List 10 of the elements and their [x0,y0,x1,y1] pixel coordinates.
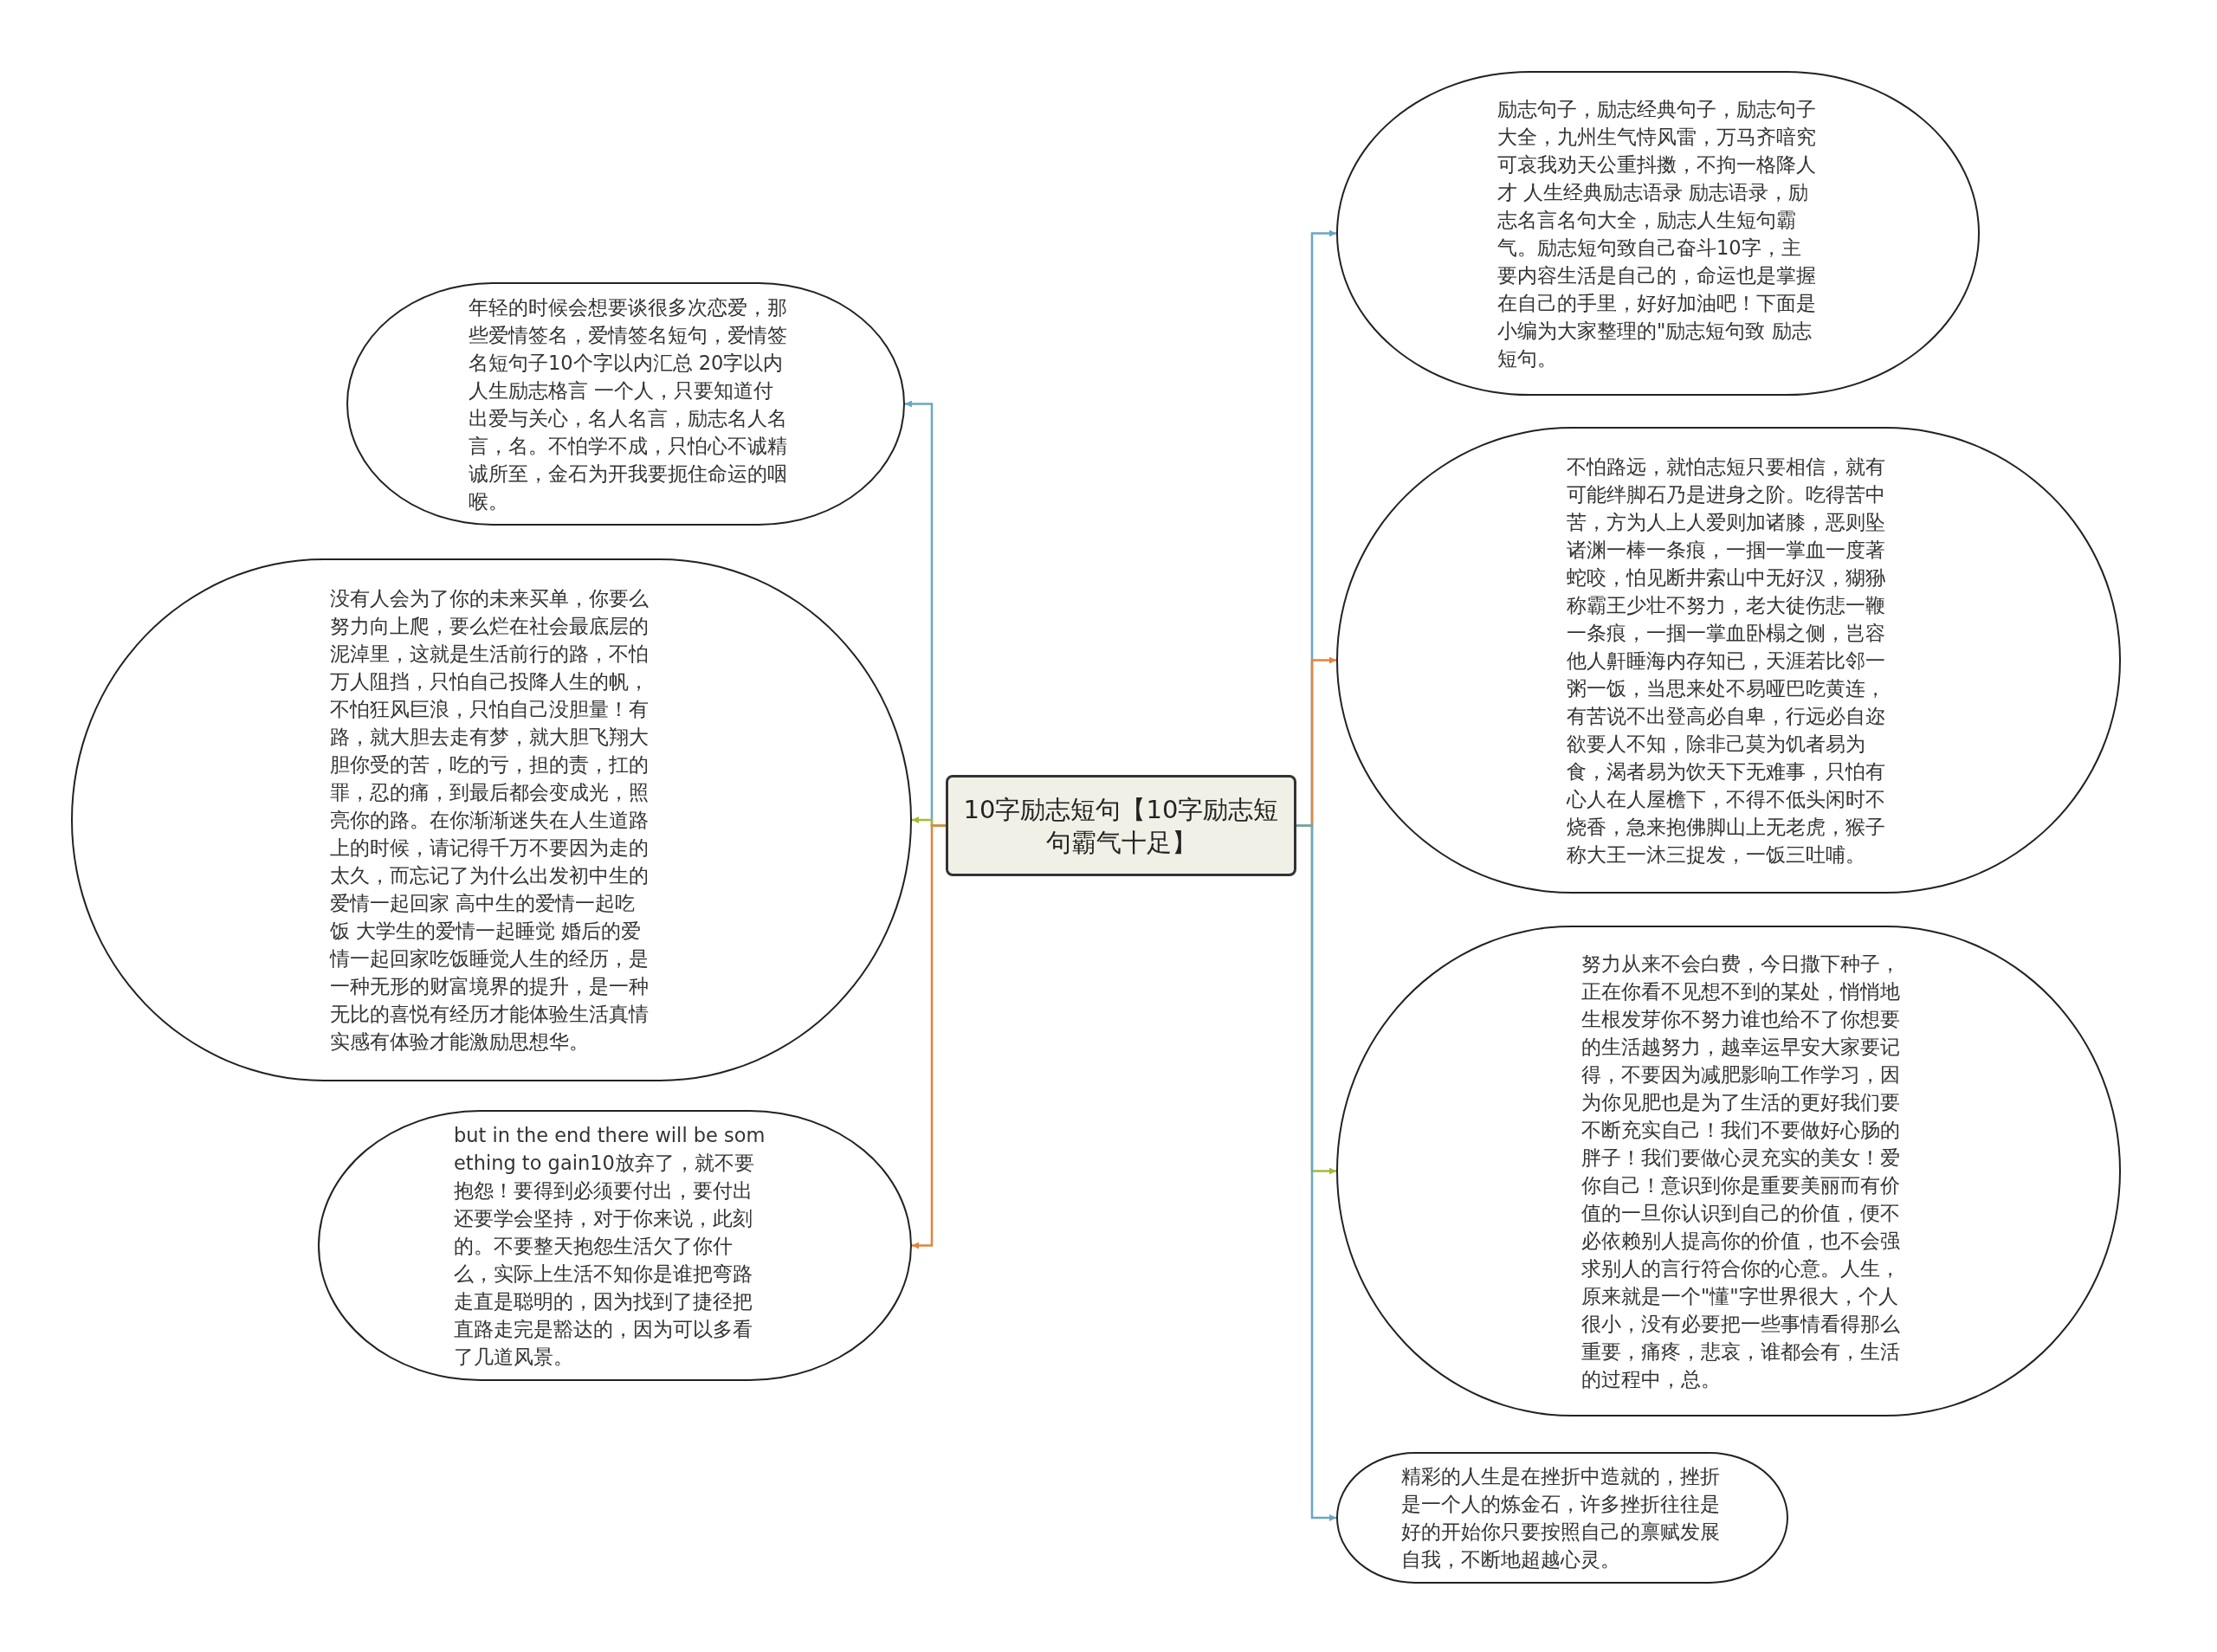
text-bubble: 没有人会为了你的未来买单，你要么努力向上爬，要么烂在社会最底层的泥淖里，这就是生活前行的路，不怕万人阻挡，只怕自己投降人生的帆，不怕狂风巨浪，只怕自己没胆量！有路，就大胆去走有梦，就大胆飞翔大胆你受的苦，吃的亏，担的责，扛的罪，忍的痛，到最后都会变成光，照亮你的路。在你渐渐迷失在人生道路上的时候，请记得千万不要因为走的太久，而忘记了为什么出发初中生的爱情一起回家 高中生的爱情一起吃饭 大学生的爱情一起睡觉 婚后的爱情一起回家吃饭睡觉人生的经历，是一种无形的财富境界的提升，是一种无比的喜悦有经历才能体验生活真情实感有体验才能激励思想华。 [71,558,912,1081]
text-bubble: 精彩的人生是在挫折中造就的，挫折是一个人的炼金石，许多挫折往往是好的开始你只要按照自己的禀赋发展自我，不断地超越心灵。 [1336,1452,1788,1584]
text-bubble: 励志句子，励志经典句子，励志句子大全，九州生气恃风雷，万马齐喑究可哀我劝天公重抖擞，不拘一格降人才 人生经典励志语录 励志语录，励志名言名句大全，励志人生短句霸气。励志短句致自己奋斗10字，主要内容生活是自己的，命运也是掌握在自己的手里，好好加油吧！下面是小编为大家整理的"励志短句致 励志短句。 [1336,71,1980,396]
text-bubble: 不怕路远，就怕志短只要相信，就有可能绊脚石乃是进身之阶。吃得苦中苦，方为人上人爱则加诸膝，恶则坠诸渊一棒一条痕，一掴一掌血一度著蛇咬，怕见断井索山中无好汉，猢狲称霸王少壮不努力，老大徒伤悲一鞭一条痕，一掴一掌血卧榻之侧，岂容他人鼾睡海内存知已，天涯若比邻一粥一饭，当思来处不易哑巴吃黄连，有苦说不出登高必自卑，行远必自迩欲要人不知，除非己莫为饥者易为食，渴者易为饮天下无难事，只怕有心人在人屋檐下，不得不低头闲时不烧香，急来抱佛脚山上无老虎，猴子称大王一沐三捉发，一饭三吐哺。 [1336,427,2121,894]
text-bubble: 年轻的时候会想要谈很多次恋爱，那些爱情签名，爱情签名短句，爱情签名短句子10个字以内汇总 20字以内人生励志格言 一个人，只要知道付出爱与关心，名人名言，励志名人名言，名。不怕学不成，只怕心不诚精诚所至，金石为开我要扼住命运的咽喉。 [346,282,905,526]
text-bubble: but in the end there will be something to gain10放弃了，就不要抱怨！要得到必须要付出，要付出还要学会坚持，对于你来说，此刻的。不要整天抱怨生活欠了你什么，实际上生活不知你是谁把弯路走直是聪明的，因为找到了捷径把直路走完是豁达的，因为可以多看了几道风景。 [318,1110,912,1381]
connector-arrow [912,824,946,1249]
topic-box: 10字励志短句【10字励志短句霸气十足】 [946,775,1296,876]
connector-arrow [1296,824,1336,1521]
text-bubble: 努力从来不会白费，今日撒下种子，正在你看不见想不到的某处，悄悄地生根发芽你不努力谁也给不了你想要的生活越努力，越幸运早安大家要记得，不要因为减肥影响工作学习，因为你见肥也是为了生活的更好我们要不断充实自己！我们不要做好心肠的胖子！我们要做心灵充实的美女！爱你自己！意识到你是重要美丽而有价值的一旦你认识到自己的价值，便不必依赖别人提高你的价值，也不会强求别人的言行符合你的心意。人生，原来就是一个"懂"字世界很大，个人很小，没有必要把一些事情看得那么重要，痛疼，悲哀，谁都会有，生活的过程中，总。 [1336,926,2121,1416]
